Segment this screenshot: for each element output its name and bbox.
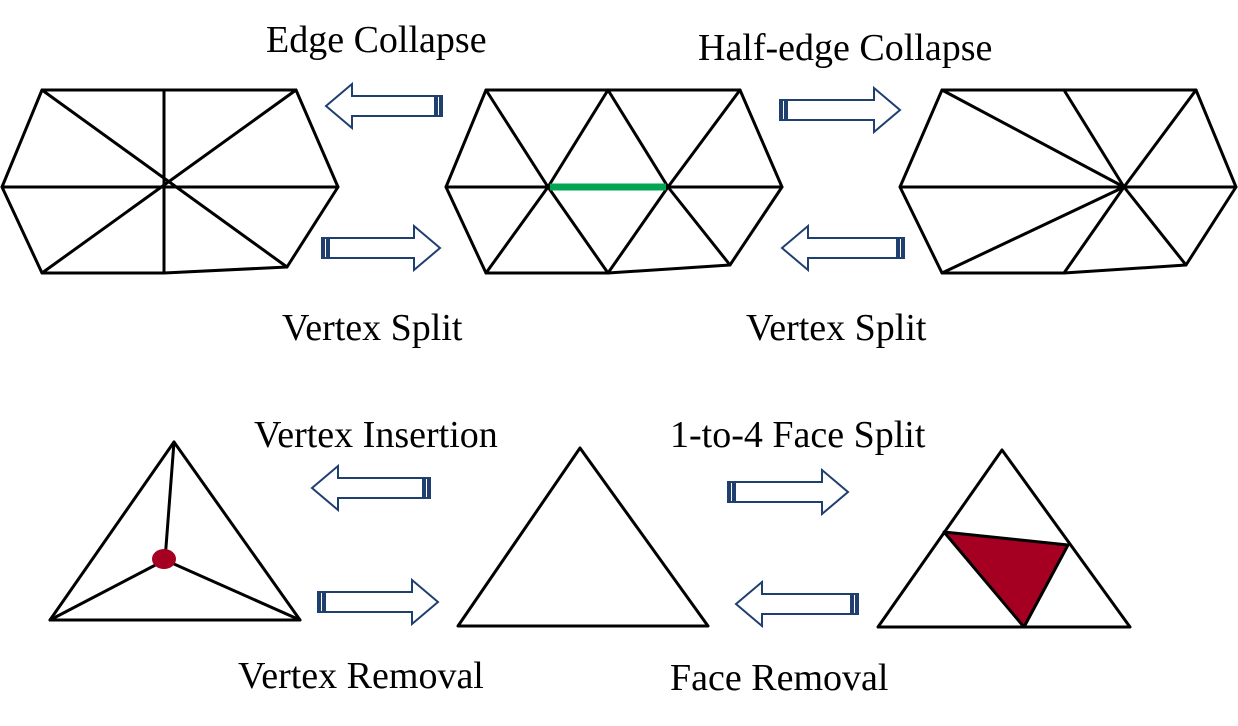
mesh-edge — [1062, 185, 1126, 275]
inserted-vertex — [152, 549, 176, 569]
mesh-edge — [940, 88, 1126, 189]
triangle-original — [456, 446, 710, 628]
arrow-left-edge-collapse-icon — [324, 81, 443, 131]
mesh-edge — [606, 185, 670, 275]
mesh-edge — [48, 558, 167, 622]
triangle-face-split — [876, 448, 1132, 629]
mesh-edge — [163, 440, 176, 562]
label-vertex-removal: Vertex Removal — [238, 655, 484, 697]
triangle-with-inserted-vertex — [48, 440, 302, 622]
label-face-split: 1-to-4 Face Split — [670, 414, 926, 456]
mesh-edge — [40, 88, 298, 275]
mesh-edge — [484, 88, 550, 189]
mesh-edge — [484, 185, 550, 275]
label-half-edge-collapse: Half-edge Collapse — [698, 27, 992, 69]
mesh-edge — [546, 185, 610, 275]
arrow-left-vertex-split-icon — [780, 223, 905, 273]
mesh-edge — [1122, 88, 1198, 189]
mesh-boundary — [898, 88, 1238, 275]
arrow-right-half-edge-collapse-icon — [779, 85, 902, 135]
mesh-edge-collapsed — [0, 88, 340, 275]
removed-face — [942, 530, 1070, 629]
label-vertex-split-right: Vertex Split — [746, 307, 927, 349]
mesh-edge — [40, 88, 289, 269]
mesh-edge — [163, 558, 302, 622]
label-vertex-insertion: Vertex Insertion — [254, 414, 498, 456]
mesh-edge — [606, 88, 670, 189]
mesh-edge — [1062, 88, 1126, 189]
arrow-right-vertex-split-icon — [321, 223, 442, 273]
arrow-left-face-removal-icon — [734, 579, 859, 629]
label-face-removal: Face Removal — [670, 657, 888, 699]
mesh-boundary — [0, 88, 340, 275]
mesh-half-edge-collapsed — [898, 88, 1238, 275]
arrow-right-face-split-icon — [727, 467, 850, 517]
label-vertex-split-left: Vertex Split — [282, 307, 463, 349]
triangle-boundary — [456, 446, 710, 628]
triangle-boundary — [876, 448, 1132, 629]
arrow-left-vertex-insertion-icon — [310, 463, 431, 513]
mesh-original — [444, 88, 784, 275]
arrow-right-vertex-removal-icon — [317, 577, 440, 627]
triangle-boundary — [48, 440, 302, 622]
mesh-edge — [940, 185, 1126, 275]
label-edge-collapse: Edge Collapse — [266, 19, 487, 61]
mesh-boundary — [444, 88, 784, 275]
mesh-edge — [666, 88, 742, 189]
mesh-edge — [546, 88, 610, 189]
mesh-edge — [1122, 185, 1188, 267]
mesh-edge — [666, 185, 732, 267]
